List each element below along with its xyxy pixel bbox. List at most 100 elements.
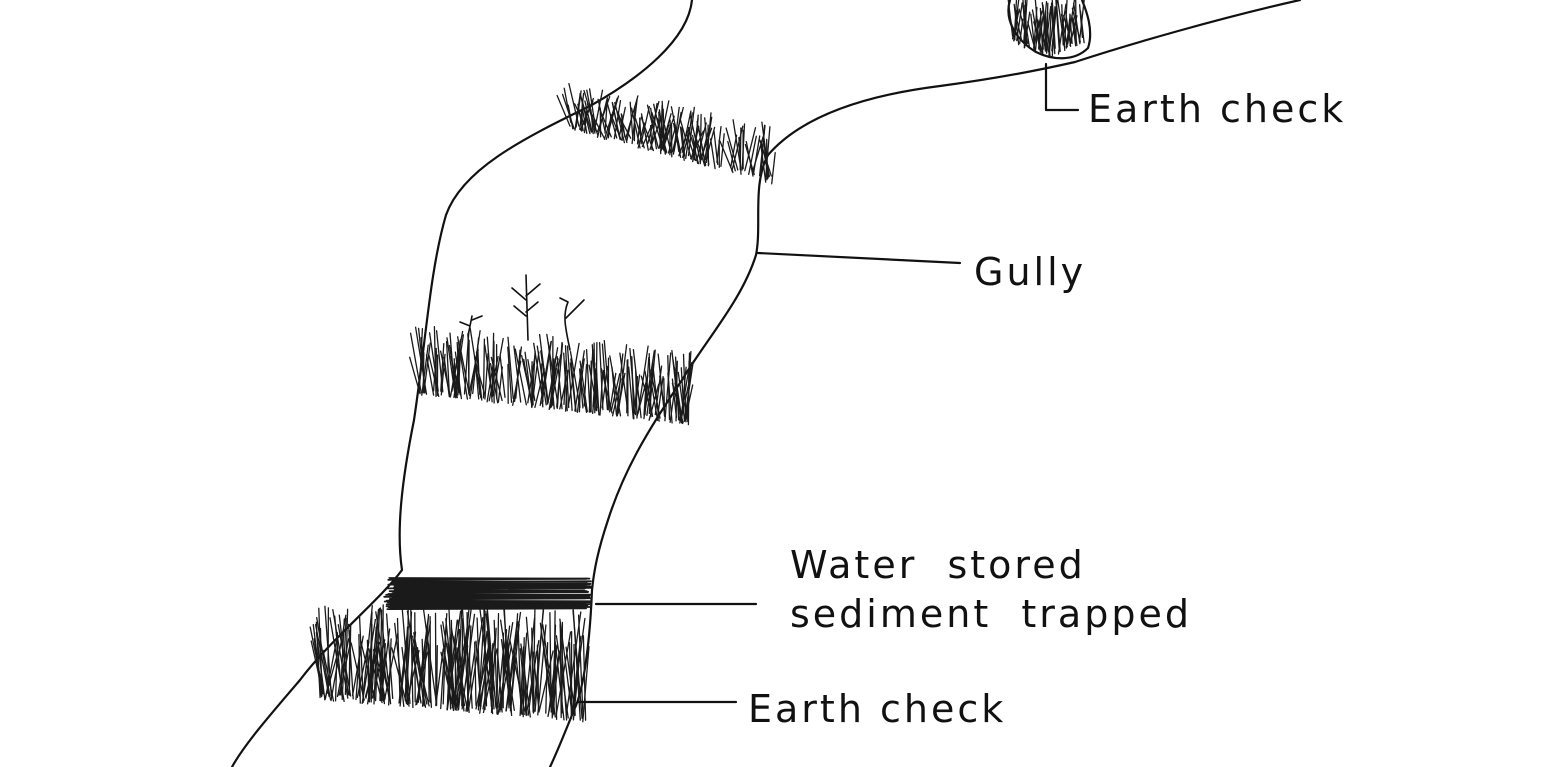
grass-stroke <box>555 631 572 715</box>
grass-stroke <box>423 342 431 390</box>
grass-stroke <box>1078 0 1085 43</box>
grass-stroke <box>646 362 655 417</box>
grass-stroke <box>1042 4 1049 53</box>
grass-stroke <box>600 368 613 414</box>
grass-stroke <box>440 343 445 392</box>
grass-stroke <box>680 367 685 420</box>
grass-stroke <box>591 373 598 415</box>
grass-stroke <box>725 127 739 171</box>
water-stroke <box>386 607 587 610</box>
grass-stroke <box>601 343 609 411</box>
grass-stroke <box>551 624 557 719</box>
grass-stroke <box>685 132 697 162</box>
plant-3 <box>459 315 483 337</box>
water-stroke <box>383 594 591 598</box>
grass-stroke <box>524 617 536 716</box>
grass-stroke <box>388 638 392 706</box>
grass-stroke <box>460 350 471 397</box>
water-stroke <box>387 583 587 587</box>
grass-stroke <box>461 608 470 713</box>
grass-stroke <box>1013 0 1018 40</box>
grass-stroke <box>559 621 562 719</box>
grass-stroke <box>457 352 461 394</box>
grass-stroke <box>520 643 531 718</box>
grass-stroke <box>1078 4 1084 39</box>
grass-stroke <box>582 635 587 721</box>
grass-stroke <box>538 333 549 403</box>
grass-stroke <box>680 366 687 420</box>
grass-stroke <box>507 336 514 400</box>
grass-stroke <box>450 619 454 705</box>
grass-stroke <box>482 633 497 710</box>
grass-stroke <box>759 139 772 177</box>
grass-stroke <box>442 628 447 705</box>
grass-stroke <box>488 355 499 402</box>
water-stroke <box>391 590 589 594</box>
grass-stroke <box>744 127 757 172</box>
grass-stroke <box>577 614 584 717</box>
leader-lines <box>576 62 1080 704</box>
grass-stroke <box>700 128 710 161</box>
grass-stroke <box>578 368 584 409</box>
grass-stroke <box>628 366 634 420</box>
grass-stroke <box>377 641 386 705</box>
grass-stroke <box>474 641 477 706</box>
grass-stroke <box>572 651 581 721</box>
grass-stroke <box>687 360 690 426</box>
grass-stroke <box>361 618 377 705</box>
small-plants <box>459 274 585 351</box>
grass-stroke <box>467 332 470 394</box>
grass-stroke <box>583 108 588 134</box>
grass-stroke <box>617 114 632 139</box>
top-grass-band <box>556 82 776 185</box>
grass-stroke <box>456 607 463 712</box>
grass-stroke <box>583 364 588 407</box>
grass-stroke <box>519 648 528 714</box>
grass-stroke <box>563 87 572 124</box>
top-earth-check-blob <box>1007 0 1092 60</box>
grass-stroke <box>1033 10 1043 49</box>
grass-stroke <box>752 135 761 175</box>
grass-stroke <box>532 607 545 714</box>
grass-stroke <box>1065 14 1071 49</box>
grass-stroke <box>685 112 693 160</box>
grass-stroke <box>576 358 585 413</box>
grass-stroke <box>617 344 628 414</box>
grass-stroke <box>764 126 771 181</box>
grass-stroke <box>574 350 585 412</box>
grass-stroke <box>575 90 582 128</box>
grass-stroke <box>414 326 428 395</box>
grass-stroke <box>640 105 650 145</box>
grass-stroke <box>658 100 670 150</box>
grass-stroke <box>556 94 571 127</box>
grass-stroke <box>533 342 544 403</box>
grass-stroke <box>643 350 655 420</box>
grass-stroke <box>651 362 660 422</box>
grass-stroke <box>566 345 573 412</box>
grass-stroke <box>337 624 352 697</box>
grass-stroke <box>475 646 489 710</box>
grass-stroke <box>567 342 580 405</box>
grass-stroke <box>440 353 446 396</box>
water-stroke <box>387 593 593 596</box>
grass-stroke <box>591 114 606 140</box>
grass-stroke <box>1057 3 1067 55</box>
grass-stroke <box>648 349 656 415</box>
grass-stroke <box>405 649 420 704</box>
grass-stroke <box>629 347 637 416</box>
grass-stroke <box>660 124 670 151</box>
grass-stroke <box>1075 0 1077 42</box>
grass-stroke <box>716 125 722 163</box>
water-stroke <box>385 599 593 603</box>
grass-stroke <box>364 641 381 698</box>
grass-stroke <box>416 647 425 705</box>
grass-stroke <box>399 625 409 707</box>
grass-stroke <box>490 627 497 714</box>
grass-stroke <box>635 370 638 419</box>
grass-stroke <box>409 332 422 394</box>
grass-stroke <box>338 641 352 696</box>
grass-stroke <box>582 645 590 723</box>
grass-stroke <box>334 632 339 702</box>
grass-stroke <box>336 638 350 698</box>
